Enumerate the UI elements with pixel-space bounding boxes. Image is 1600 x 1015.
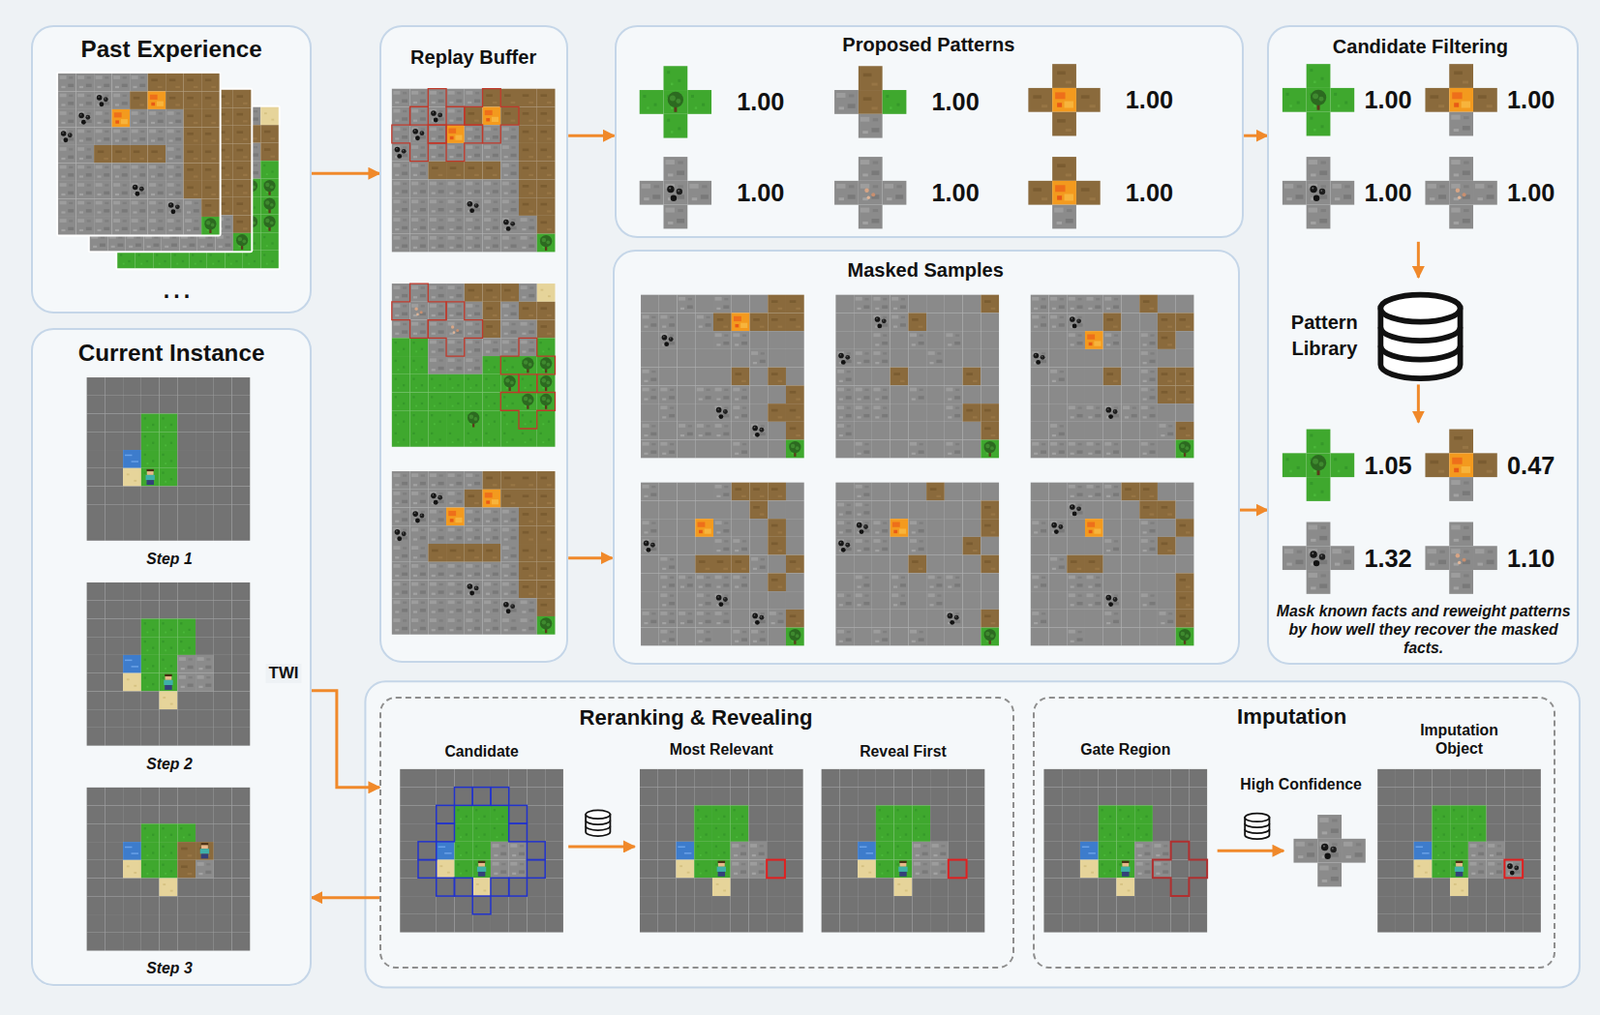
diagram-stage: Past Experience...Replay BufferProposed … [0,0,1600,1015]
